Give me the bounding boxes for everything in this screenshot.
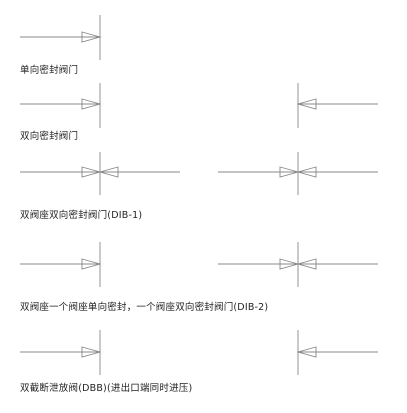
arrow-right bbox=[81, 346, 102, 358]
dbb-valve-symbol bbox=[20, 330, 378, 375]
label-dib1: 双阀座双向密封阀门(DIB-1) bbox=[20, 210, 143, 221]
dib1-valve-symbol bbox=[20, 152, 378, 195]
single-seal-valve-symbol bbox=[20, 15, 102, 60]
arrow-right bbox=[81, 98, 102, 110]
arrow-right bbox=[81, 258, 102, 270]
arrow-left bbox=[296, 98, 317, 110]
arrow-right bbox=[279, 166, 300, 178]
arrow-left bbox=[98, 166, 119, 178]
label-double-seal: 双向密封阀门 bbox=[20, 131, 79, 142]
arrow-left bbox=[296, 258, 317, 270]
double-seal-valve-symbol bbox=[20, 83, 378, 128]
arrow-right bbox=[279, 258, 300, 270]
arrow-left bbox=[296, 346, 317, 358]
arrow-left bbox=[296, 166, 317, 178]
label-single-seal: 单向密封阀门 bbox=[20, 65, 79, 76]
arrow-right bbox=[81, 166, 102, 178]
arrow-right bbox=[81, 31, 102, 43]
dib2-valve-symbol bbox=[20, 242, 378, 287]
label-dbb: 双截断泄放阀(DBB)(进出口端同时进压) bbox=[20, 383, 193, 394]
label-dib2: 双阀座一个阀座单向密封，一个阀座双向密封阀门(DIB-2) bbox=[20, 302, 269, 313]
